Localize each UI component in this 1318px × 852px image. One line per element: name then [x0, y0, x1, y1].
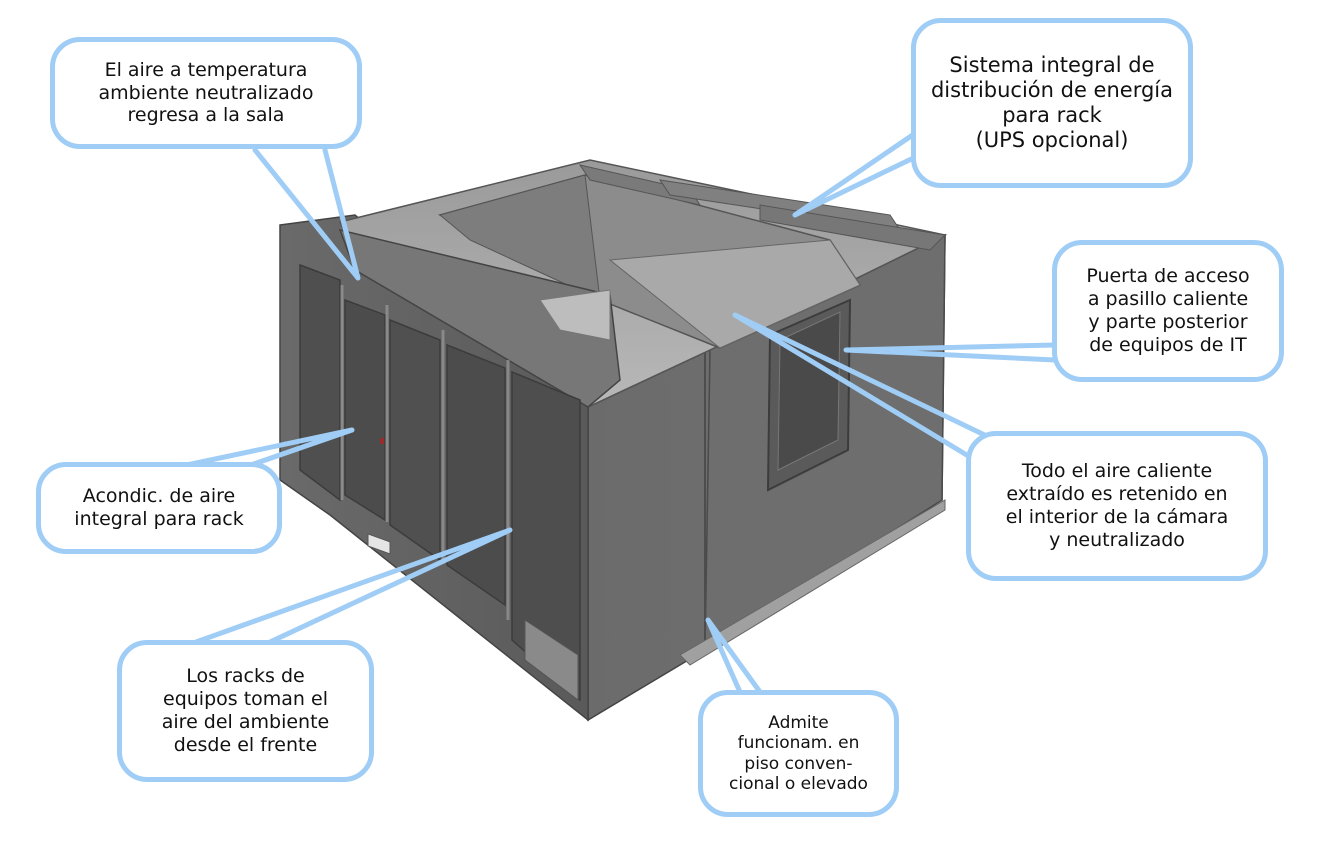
- pointer-power: [792, 127, 933, 218]
- ac-control-panel: [367, 533, 391, 555]
- rack-doors: [299, 263, 581, 702]
- callout-air-return: El aire a temperatura ambiente neutraliz…: [50, 37, 362, 149]
- pointer-hot-door: [843, 342, 1058, 363]
- callout-power-distribution: Sistema integral de distribución de ener…: [911, 18, 1193, 188]
- pointer-ac: [179, 427, 355, 469]
- pointer-hot-air: [732, 312, 998, 463]
- floor-skirt: [679, 499, 946, 666]
- callout-ac-unit: Acondic. de aire integral para rack: [36, 462, 282, 554]
- pointer-floor: [705, 617, 763, 695]
- pointer-racks: [193, 527, 513, 645]
- callout-pointers: [179, 127, 1058, 695]
- callout-hot-air-contained: Todo el aire caliente extraído es reteni…: [966, 431, 1268, 581]
- pointer-air-return: [252, 147, 361, 281]
- callout-floor-support: Admite funcionam. en piso conven- cional…: [698, 690, 899, 817]
- callout-racks-intake: Los racks de equipos toman el aire del a…: [117, 640, 374, 782]
- callout-hot-aisle-door: Puerta de acceso a pasillo caliente y pa…: [1052, 240, 1284, 382]
